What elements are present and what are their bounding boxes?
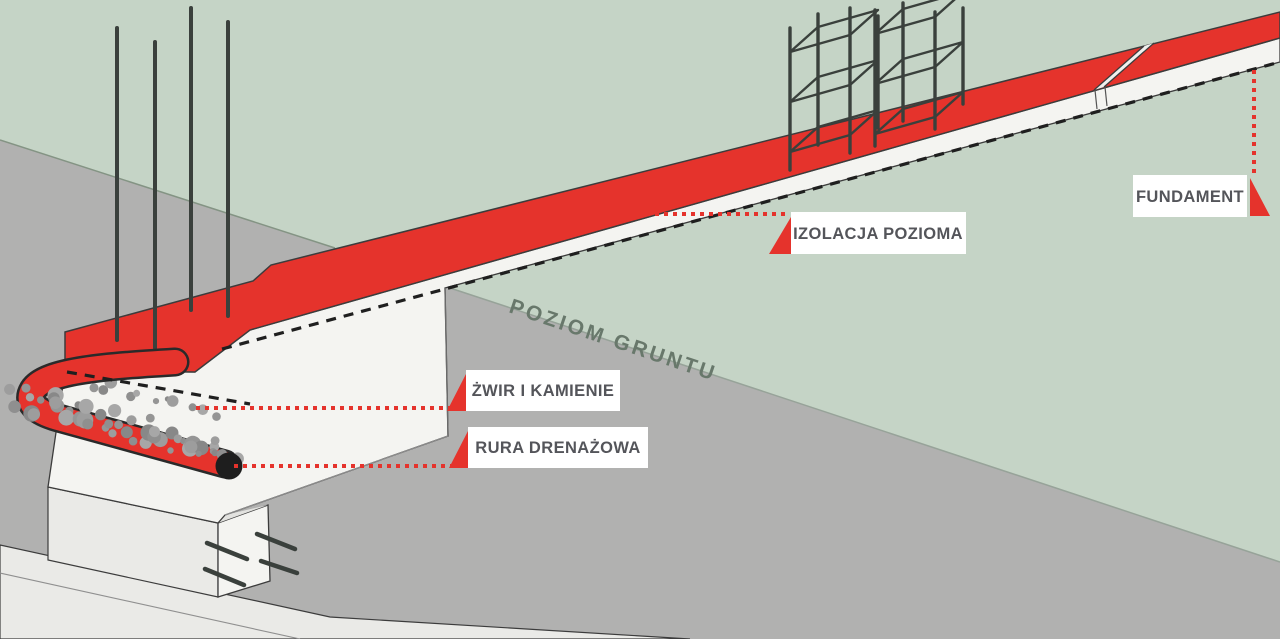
footing-rebars — [202, 531, 300, 588]
ground-level-dashed-line — [66, 60, 1280, 406]
gravel-stone — [173, 434, 183, 444]
svg-text:IZOLACJA POZIOMA: IZOLACJA POZIOMA — [793, 225, 963, 243]
svg-text:FUNDAMENT: FUNDAMENT — [1136, 188, 1244, 206]
gravel-stone — [58, 409, 75, 426]
gravel-stone — [166, 395, 179, 407]
gravel-stone — [128, 436, 138, 446]
label-zwir-i-kamienie: ŻWIR I KAMIENIE — [447, 370, 620, 411]
rebar-cages — [788, 0, 965, 172]
expansion-joint — [1093, 42, 1155, 110]
gravel-stone — [95, 408, 107, 421]
gravel-stone — [120, 426, 133, 439]
rebar-cage — [873, 0, 965, 148]
trench-corner-edge — [444, 287, 449, 437]
gravel-stone — [211, 449, 219, 457]
rebar-cage — [788, 6, 880, 172]
label-pointer-triangle — [769, 217, 791, 254]
gravel-stone — [126, 391, 136, 402]
gravel-stone — [82, 418, 94, 430]
gravel-stone — [149, 426, 160, 438]
svg-text:RURA DRENAŻOWA: RURA DRENAŻOWA — [475, 439, 640, 457]
gravel-stone — [21, 383, 31, 393]
gravel-stone — [212, 412, 221, 421]
gravel-stone — [152, 398, 160, 405]
drainage-pipe — [16, 347, 240, 479]
gravel-stone — [98, 385, 109, 395]
gravel-stone — [89, 383, 99, 393]
footing-rebar — [204, 540, 250, 562]
gravel-stone — [145, 413, 155, 423]
gravel-stone — [27, 408, 40, 421]
label-pointer-triangle — [447, 374, 466, 411]
gravel-stone — [8, 400, 21, 414]
label-fundament: FUNDAMENT — [1133, 175, 1270, 217]
cage-ring — [788, 8, 880, 54]
label-izolacja-pozioma: IZOLACJA POZIOMA — [769, 212, 966, 254]
cage-ring — [873, 0, 956, 36]
gravel-stone — [4, 383, 16, 395]
gravel-stone — [78, 398, 94, 414]
footing-rebar — [254, 531, 298, 552]
gravel-stone — [108, 429, 117, 438]
gravel-stone — [25, 393, 35, 402]
trench-edge-front — [449, 287, 1280, 563]
gravel-stones — [4, 383, 244, 466]
rebar-rods — [115, 6, 230, 350]
drainage-pipe-end-cap — [215, 452, 243, 480]
gravel-stone — [167, 447, 174, 454]
gravel-stone — [188, 403, 197, 412]
label-rura-drenazowa: RURA DRENAŻOWA — [449, 427, 648, 468]
gravel-stone — [210, 436, 220, 445]
gravel-stone — [133, 389, 141, 397]
svg-text:ŻWIR I KAMIENIE: ŻWIR I KAMIENIE — [472, 382, 615, 400]
gravel-stone — [108, 404, 122, 418]
gravel-stone — [37, 396, 45, 404]
label-pointer-triangle — [1250, 178, 1270, 216]
trench-edge-back — [0, 139, 336, 249]
gravel-stone — [184, 440, 198, 454]
trench-floor-edge — [224, 435, 449, 516]
footing-rebar — [258, 558, 300, 576]
gravel-stone — [195, 450, 202, 457]
gravel-stone — [104, 419, 114, 429]
gravel-stone — [114, 420, 123, 430]
gravel-stone — [126, 415, 137, 426]
gravel-stone — [49, 396, 62, 410]
footing-rebar — [202, 566, 247, 588]
label-pointer-triangle — [449, 431, 468, 468]
